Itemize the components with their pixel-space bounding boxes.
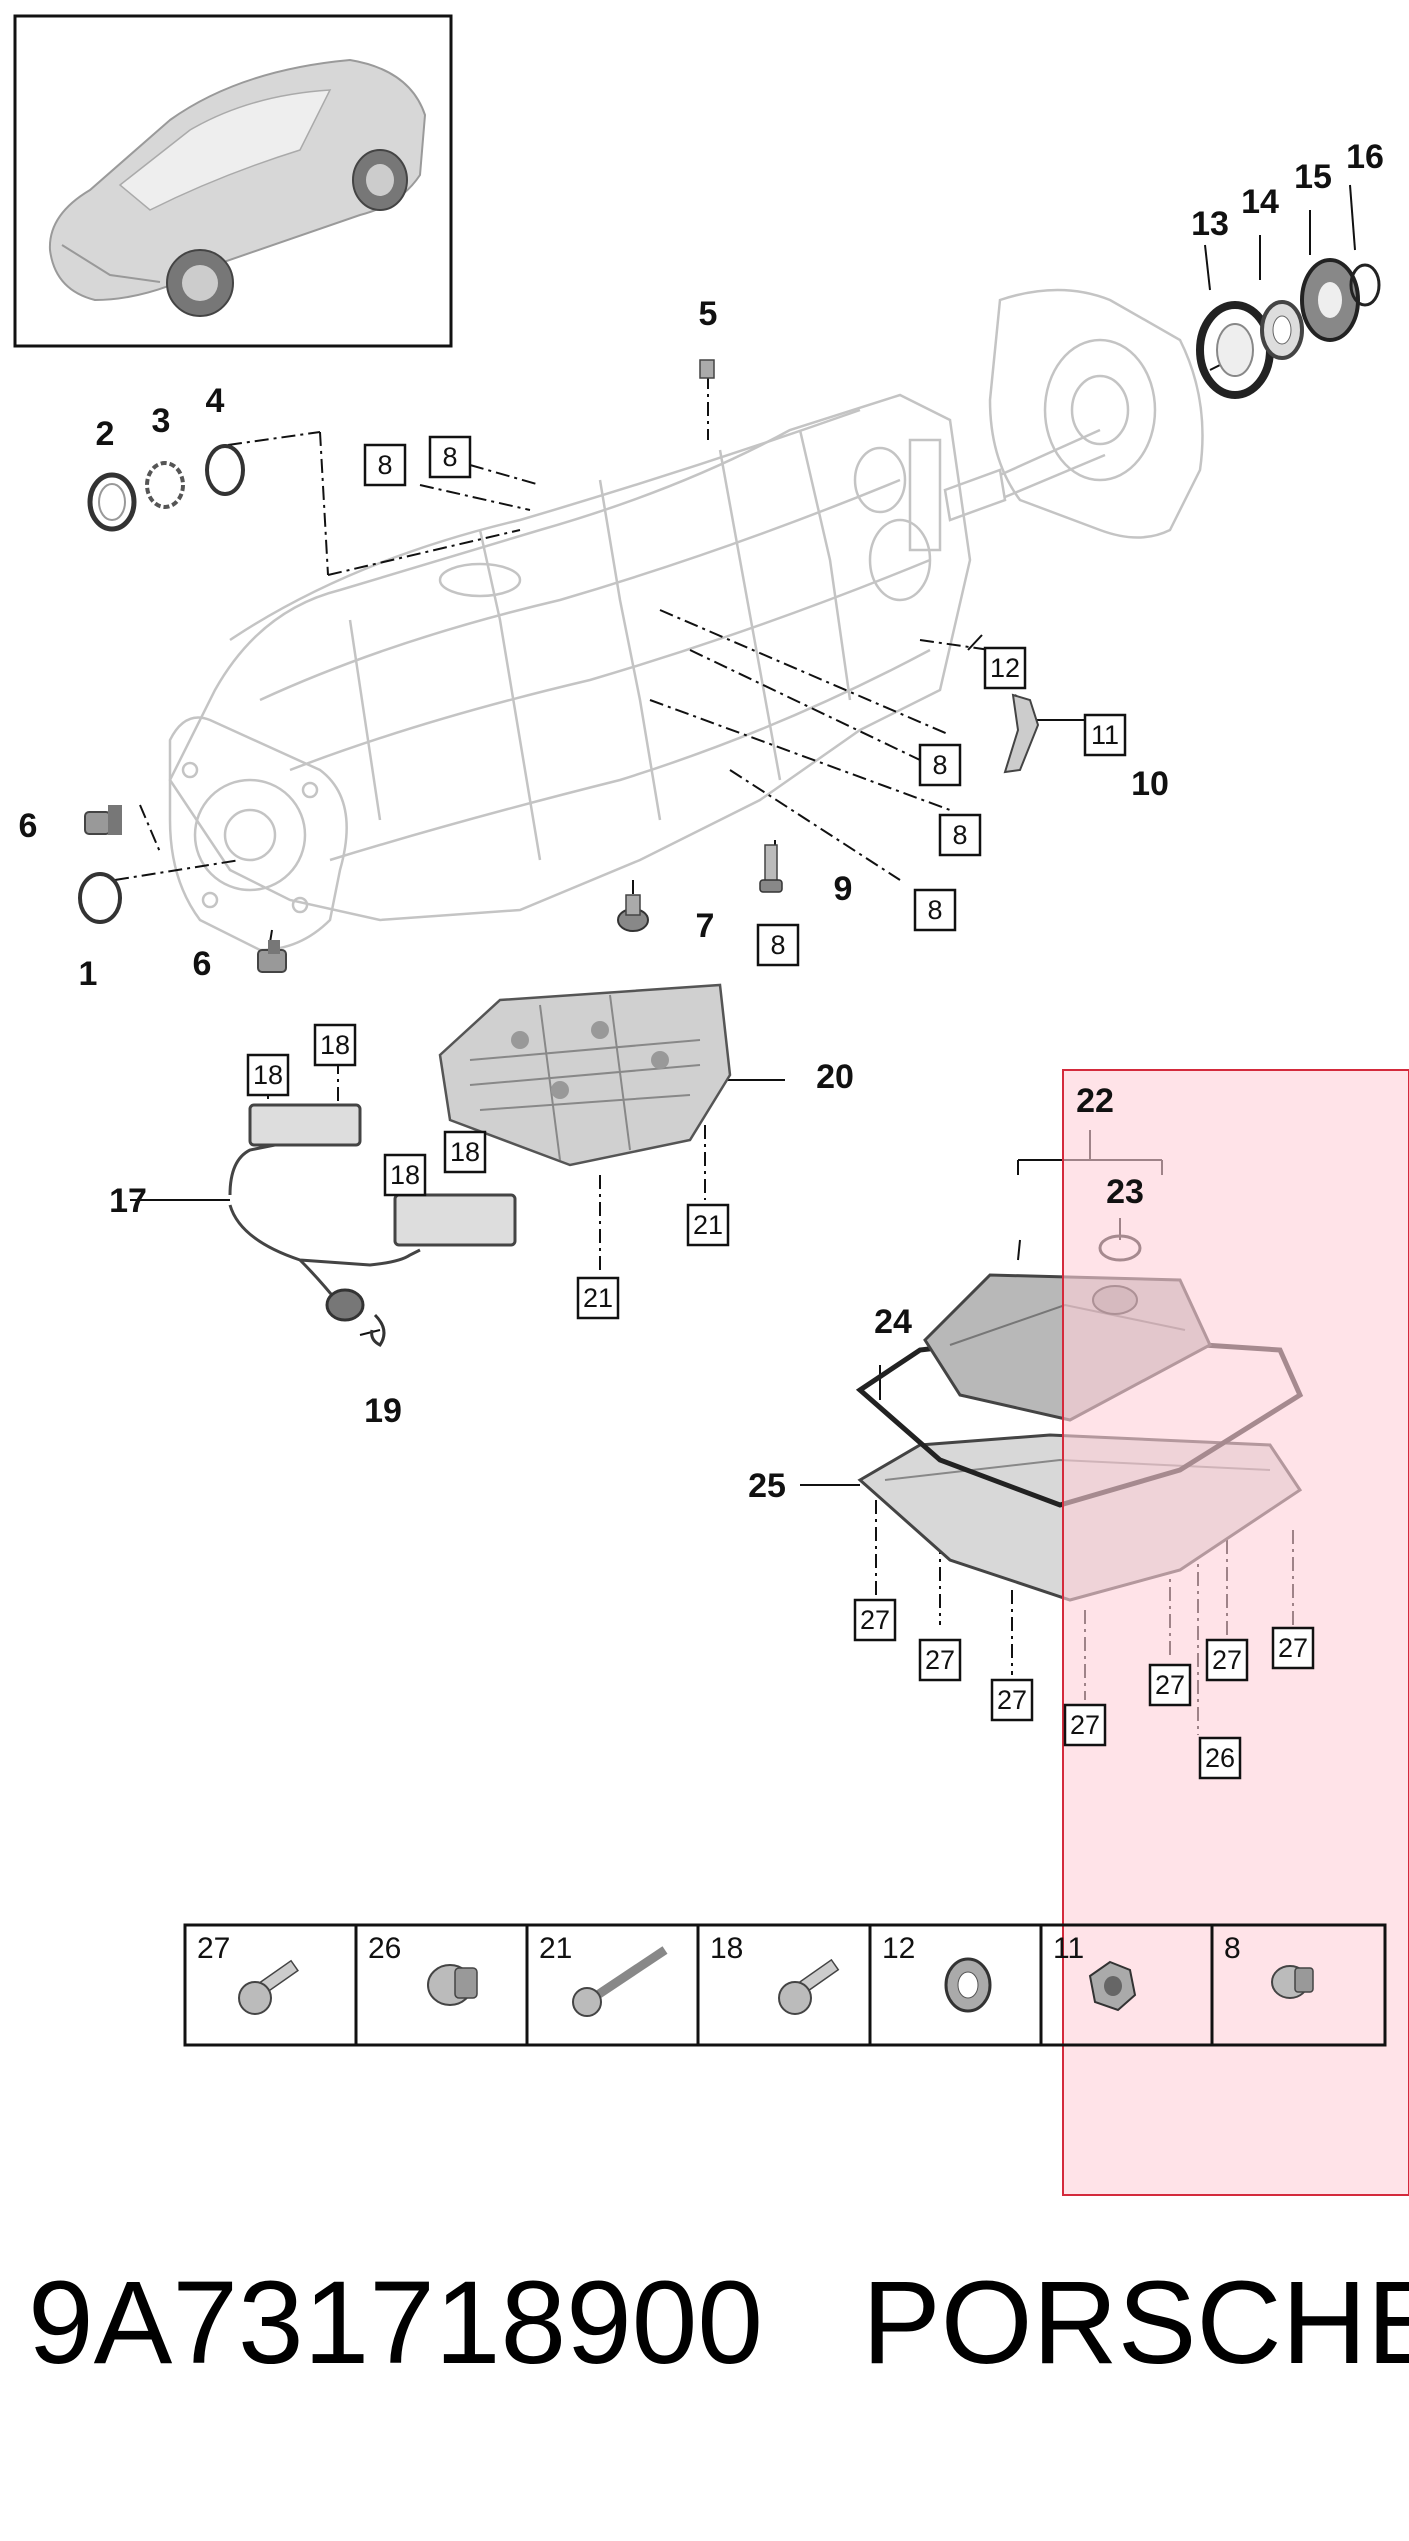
ref-21b: 21	[583, 1283, 613, 1313]
callout-2: 2	[96, 415, 115, 453]
highlight-overlay	[1062, 1069, 1409, 2196]
sensor-7	[617, 894, 649, 932]
seal-ring-1	[78, 872, 122, 924]
callout-6b: 6	[193, 945, 212, 983]
callout-25: 25	[748, 1467, 786, 1505]
bolt-icon	[238, 1959, 299, 2015]
ref-27e: 27	[1155, 1670, 1185, 1700]
long-bolt-icon	[572, 1946, 668, 2017]
ref-27f: 27	[1212, 1645, 1242, 1675]
callout-22: 22	[1076, 1082, 1114, 1120]
legend-num-6: 11	[1053, 1932, 1084, 1965]
callout-14: 14	[1241, 183, 1279, 221]
ref-12: 12	[990, 653, 1020, 683]
callout-15: 15	[1294, 158, 1332, 196]
bearing-14	[1260, 300, 1304, 360]
bracket-10	[1003, 693, 1040, 774]
bolt-9	[759, 844, 783, 893]
callout-9: 9	[834, 870, 853, 908]
seal-ring-4	[205, 444, 245, 496]
callout-19: 19	[364, 1392, 402, 1430]
bolt-icon	[778, 1958, 840, 2015]
ref-11: 11	[1091, 720, 1119, 750]
callout-4: 4	[206, 382, 225, 420]
car-thumbnail	[13, 14, 453, 348]
valve-body-20	[438, 983, 732, 1167]
plug-icon	[1271, 1965, 1314, 1999]
ref-26: 26	[1205, 1743, 1235, 1773]
hex-nut-icon	[1088, 1960, 1137, 2012]
legend-num-5: 12	[882, 1932, 915, 1965]
legend-num-4: 18	[710, 1932, 743, 1965]
callout-6a: 6	[19, 807, 38, 845]
sensor-6a	[84, 805, 122, 835]
plug-icon	[427, 1964, 478, 2006]
ref-18b: 18	[320, 1030, 350, 1060]
ref-8b: 8	[442, 442, 457, 472]
callout-labels: 1 2 3 4 5 6 6 7 9 10 13 14 15 16 17 19 2…	[19, 138, 1384, 1505]
callout-16: 16	[1346, 138, 1384, 176]
callout-7: 7	[696, 907, 715, 945]
ref-18a: 18	[253, 1060, 283, 1090]
legend-num-3: 21	[539, 1932, 572, 1965]
callout-5: 5	[699, 295, 718, 333]
part-number: 9A731718900	[28, 2257, 763, 2389]
sensor-6b	[257, 940, 287, 973]
callout-3: 3	[152, 402, 171, 440]
circlip-16	[1349, 263, 1381, 307]
callout-1: 1	[79, 955, 98, 993]
plug-5	[699, 359, 715, 379]
ref-18c: 18	[390, 1160, 420, 1190]
callout-24: 24	[874, 1303, 912, 1341]
boxed-reference-labels: 8 8 8 8 8 8 11 12 18 18 18 18 21 21 26 2…	[253, 442, 1308, 1773]
retainer-clip-3	[145, 461, 185, 509]
ref-8f: 8	[770, 930, 785, 960]
ring-gear-15	[1300, 258, 1360, 342]
ref-8a: 8	[377, 450, 392, 480]
callout-23: 23	[1106, 1173, 1144, 1211]
callout-20: 20	[816, 1058, 854, 1096]
nut-icon	[944, 1957, 992, 2013]
ref-27g: 27	[1278, 1633, 1308, 1663]
brand-name: PORSCHE	[862, 2257, 1409, 2389]
legend-num-2: 26	[368, 1932, 401, 1965]
wiring-harness-17	[228, 1103, 517, 1347]
seal-13	[1196, 301, 1274, 399]
ref-8e: 8	[927, 895, 942, 925]
ref-27a: 27	[860, 1605, 890, 1635]
ref-27c: 27	[997, 1685, 1027, 1715]
boxed-references	[246, 435, 1315, 1780]
ref-18d: 18	[450, 1137, 480, 1167]
fastener-legend: 27 26 21 18 12 11 8	[183, 1923, 1387, 2047]
ref-8c: 8	[932, 750, 947, 780]
ref-27d: 27	[1070, 1710, 1100, 1740]
callout-10: 10	[1131, 765, 1169, 803]
callout-17: 17	[109, 1182, 147, 1220]
ref-21a: 21	[693, 1210, 723, 1240]
transmission-housing	[168, 288, 1204, 952]
ref-27b: 27	[925, 1645, 955, 1675]
ref-8d: 8	[952, 820, 967, 850]
legend-num-1: 27	[197, 1932, 230, 1965]
legend-num-7: 8	[1224, 1932, 1241, 1965]
seal-ring-2	[87, 472, 137, 532]
callout-13: 13	[1191, 205, 1229, 243]
